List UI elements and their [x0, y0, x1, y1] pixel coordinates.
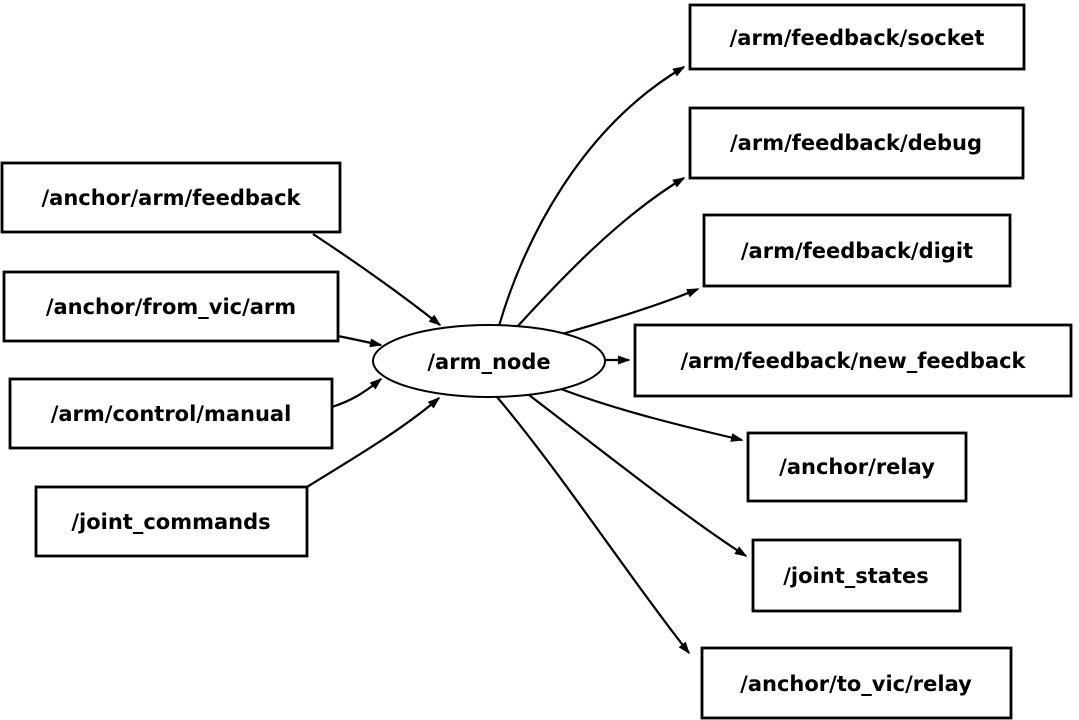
topic-box: [688, 106, 1025, 180]
edge-anchor-arm-feedback-to-arm-node: [312, 233, 442, 326]
topic-label: /joint_states: [783, 564, 928, 588]
topic-box: [700, 646, 1013, 720]
topic-node-joint-commands: /joint_commands: [34, 485, 309, 558]
topic-box: [34, 485, 309, 558]
edge-arm-node-to-arm-feedback-debug: [516, 177, 686, 328]
edge-arm-node-to-arm-feedback-digit: [561, 287, 700, 336]
edge-arm-node-to-joint-states: [528, 394, 748, 557]
topic-box: [702, 213, 1012, 288]
topic-label: /anchor/arm/feedback: [42, 186, 302, 210]
edge-arm-control-manual-to-arm-node: [331, 378, 383, 409]
edge-joint-commands-to-arm-node: [306, 397, 441, 488]
node-label: /arm_node: [427, 350, 550, 374]
topic-label: /arm/feedback/debug: [730, 131, 982, 155]
topic-node-joint-states: /joint_states: [751, 538, 962, 613]
topic-box: [2, 270, 340, 343]
topic-label: /anchor/to_vic/relay: [740, 672, 972, 696]
topic-label: /arm/feedback/socket: [730, 26, 985, 50]
topic-label: /arm/control/manual: [51, 402, 292, 426]
topic-box: [751, 538, 962, 613]
edge-arm-node-to-anchor-relay: [560, 387, 744, 442]
edges: [306, 66, 748, 655]
topic-node-arm-control-manual: /arm/control/manual: [8, 377, 334, 450]
topic-node-anchor-relay: /anchor/relay: [746, 431, 968, 503]
topic-node-anchor-to-vic-relay: /anchor/to_vic/relay: [700, 646, 1013, 720]
topic-box: [633, 323, 1073, 398]
topic-box: [688, 3, 1026, 71]
topic-node-arm-feedback-debug: /arm/feedback/debug: [688, 106, 1025, 180]
topic-node-anchor-from-vic-arm: /anchor/from_vic/arm: [2, 270, 340, 343]
topic-node-arm-feedback-new-feedback: /arm/feedback/new_feedback: [633, 323, 1073, 398]
topic-label: /anchor/from_vic/arm: [46, 295, 296, 319]
edge-anchor-from-vic-arm-to-arm-node: [337, 334, 383, 348]
topic-box: [8, 377, 334, 450]
topic-label: /anchor/relay: [779, 455, 935, 479]
node-ellipse: [372, 324, 606, 398]
topic-label: /joint_commands: [71, 510, 270, 534]
topic-box: [0, 161, 342, 234]
topic-label: /arm/feedback/digit: [741, 239, 973, 263]
topic-box: [746, 431, 968, 503]
topic-node-arm-feedback-digit: /arm/feedback/digit: [702, 213, 1012, 288]
edge-arm-node-to-anchor-to-vic-relay: [496, 396, 690, 655]
node-arm-node: /arm_node: [372, 324, 606, 398]
edge-arm-node-to-arm-feedback-socket: [497, 66, 686, 327]
topic-label: /arm/feedback/new_feedback: [680, 349, 1026, 373]
topic-node-anchor-arm-feedback: /anchor/arm/feedback: [0, 161, 342, 234]
topic-node-arm-feedback-socket: /arm/feedback/socket: [688, 3, 1026, 71]
